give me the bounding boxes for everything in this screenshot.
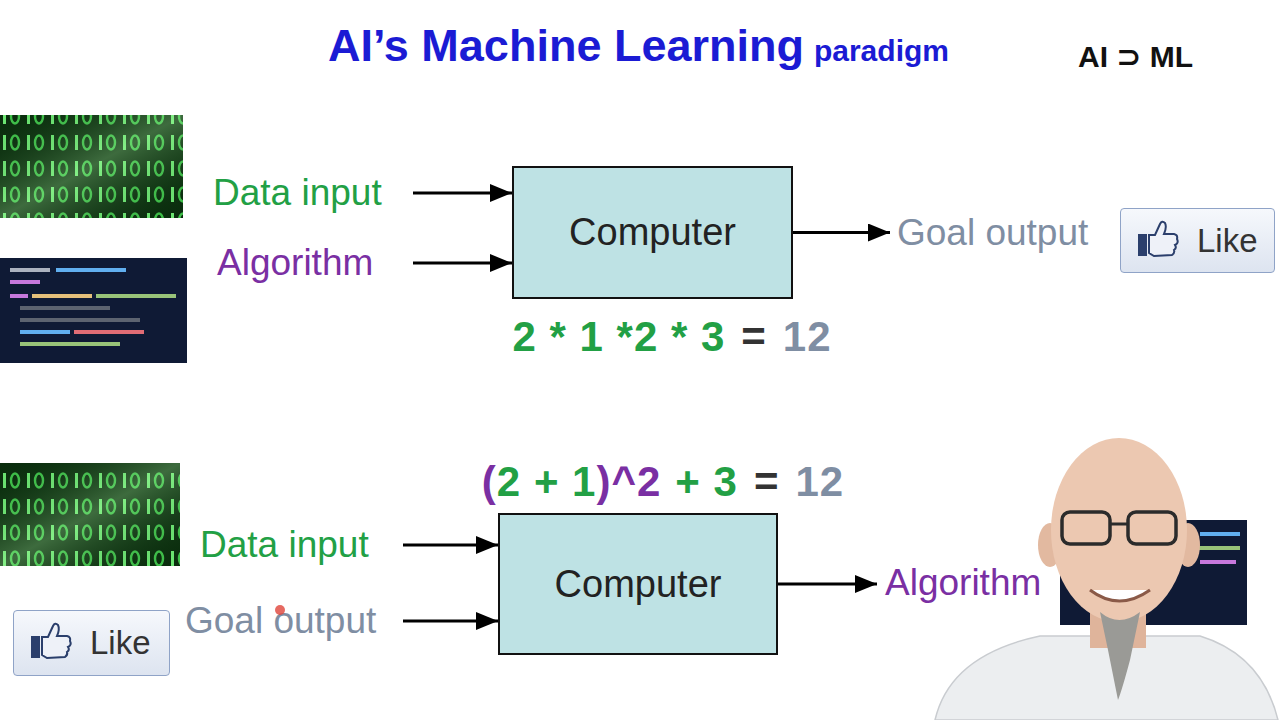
- flow-arrow: [413, 262, 512, 265]
- node-text: Algorithm: [217, 242, 373, 284]
- code-image-bg: [0, 258, 187, 363]
- code-line: [1196, 546, 1240, 550]
- like-button: Like: [1120, 208, 1275, 273]
- equation-part: + 3: [675, 458, 738, 506]
- icon-cuff: [31, 636, 40, 658]
- io-label: Data input: [193, 522, 403, 568]
- flow-arrow: [793, 231, 890, 234]
- like-button: Like: [13, 610, 170, 676]
- slide-title: AI’s Machine Learning: [328, 20, 804, 72]
- node-text: Goal output: [185, 600, 376, 642]
- glasses: [1062, 512, 1110, 544]
- glasses-bridge: [1110, 523, 1128, 526]
- icon-hand: [42, 624, 71, 658]
- flow-arrow: [403, 544, 498, 547]
- io-label: Algorithm: [205, 240, 413, 286]
- code-line: [20, 318, 140, 322]
- code-line: [20, 330, 70, 334]
- io-label: Goal output: [180, 598, 403, 644]
- icon-hand: [1149, 222, 1178, 256]
- thumbs-up-icon: [1138, 222, 1178, 256]
- code-image: [0, 258, 187, 363]
- binary-image: [0, 463, 180, 566]
- node-text: Goal output: [897, 212, 1088, 254]
- binary-image-bg: [0, 463, 180, 566]
- flow-arrow: [778, 583, 877, 586]
- equation-part: 12: [783, 313, 832, 361]
- code-line: [10, 280, 40, 284]
- slide-label: AI ⊃ ML: [1078, 40, 1193, 75]
- binary-glow: [0, 115, 183, 218]
- eq1-group: 2 * 1 *2 * 3 = 12: [472, 313, 872, 361]
- equation-part: =: [741, 313, 767, 361]
- head: [1051, 438, 1187, 622]
- equation-part: )^2: [596, 458, 661, 506]
- title-group: AI’s Machine Learning paradigm: [328, 20, 949, 72]
- equation-part: 12: [795, 458, 844, 506]
- node-text: Data input: [213, 172, 382, 214]
- equation-part: 2 * 1 *2 * 3: [512, 313, 725, 361]
- node-text: Like: [1197, 222, 1258, 260]
- code-line: [56, 268, 126, 272]
- binary-digits-pattern: [0, 115, 183, 218]
- shirt: [935, 636, 1278, 720]
- code-line: [20, 306, 110, 310]
- computer-box: Computer: [498, 513, 778, 655]
- slide-label: paradigm: [814, 34, 949, 69]
- corner-group: AI ⊃ ML: [1078, 40, 1193, 75]
- node-text: Like: [90, 624, 151, 662]
- code-line: [1200, 532, 1240, 536]
- io-label: Algorithm: [877, 560, 1057, 606]
- equation-part: =: [754, 458, 780, 506]
- flow-arrow: [403, 620, 498, 623]
- code-line: [10, 294, 28, 298]
- node-text: Algorithm: [885, 562, 1041, 604]
- eq2-group: (2 + 1)^2 + 3 = 12: [463, 458, 863, 506]
- glasses: [1128, 512, 1176, 544]
- code-line: [74, 330, 144, 334]
- code-line: [20, 342, 120, 346]
- computer-box: Computer: [512, 166, 793, 299]
- goatee: [1100, 612, 1140, 700]
- binary-image-bg: [0, 115, 183, 218]
- io-label: Data input: [200, 170, 413, 216]
- code-line: [96, 294, 176, 298]
- flow-arrow: [413, 192, 512, 195]
- code-line: [32, 294, 92, 298]
- equation-part: (: [482, 458, 497, 506]
- equation-part: 2 + 1: [497, 458, 597, 506]
- node-text: Computer: [569, 211, 736, 254]
- pointer-dot: [275, 605, 285, 615]
- code-line: [10, 268, 50, 272]
- smile: [1090, 590, 1150, 601]
- thumbs-up-icon: [31, 624, 71, 658]
- node-text: Computer: [555, 563, 722, 606]
- icon-cuff: [1138, 234, 1147, 256]
- binary-glow: [0, 463, 180, 566]
- code-line: [1200, 560, 1236, 564]
- io-label: Goal output: [890, 210, 1105, 256]
- node-text: Data input: [200, 524, 369, 566]
- binary-image: [0, 115, 183, 218]
- binary-digits-pattern: [0, 463, 180, 566]
